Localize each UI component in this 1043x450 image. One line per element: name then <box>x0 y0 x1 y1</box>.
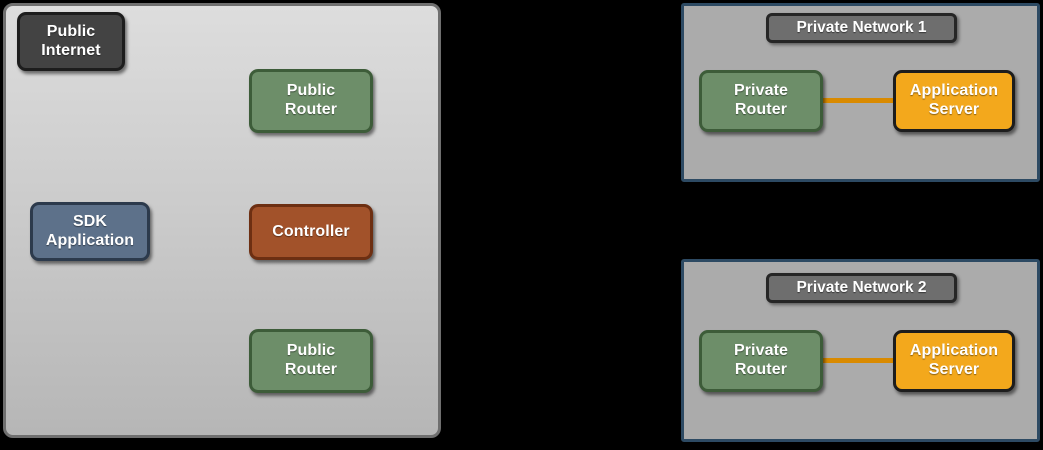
node-application-server-1-label: Application Server <box>909 82 999 118</box>
node-public-internet-label: Public Internet <box>41 22 101 59</box>
node-public-router-bottom[interactable]: Public Router <box>249 329 373 393</box>
node-controller-label: Controller <box>272 222 350 240</box>
link-private-router-2-to-application-server-2 <box>810 358 910 363</box>
node-controller[interactable]: Controller <box>249 204 373 260</box>
private-network-2-title-label: Private Network 2 <box>796 279 927 296</box>
private-network-1-title: Private Network 1 <box>766 13 957 43</box>
node-public-internet[interactable]: Public Internet <box>17 12 125 71</box>
node-private-router-2-label: Private Router <box>733 342 789 378</box>
node-private-router-2[interactable]: Private Router <box>699 330 823 392</box>
node-private-router-1-label: Private Router <box>733 82 789 118</box>
node-sdk-application[interactable]: SDK Application <box>30 202 150 261</box>
private-network-1-title-label: Private Network 1 <box>796 19 927 36</box>
node-public-router-top[interactable]: Public Router <box>249 69 373 133</box>
node-application-server-1[interactable]: Application Server <box>893 70 1015 132</box>
node-sdk-application-label: SDK Application <box>45 212 135 249</box>
node-private-router-1[interactable]: Private Router <box>699 70 823 132</box>
node-application-server-2-label: Application Server <box>909 342 999 378</box>
private-network-2-title: Private Network 2 <box>766 273 957 303</box>
node-public-router-bottom-label: Public Router <box>284 342 338 378</box>
link-private-router-1-to-application-server-1 <box>810 98 910 103</box>
node-application-server-2[interactable]: Application Server <box>893 330 1015 392</box>
node-public-router-top-label: Public Router <box>284 82 338 118</box>
